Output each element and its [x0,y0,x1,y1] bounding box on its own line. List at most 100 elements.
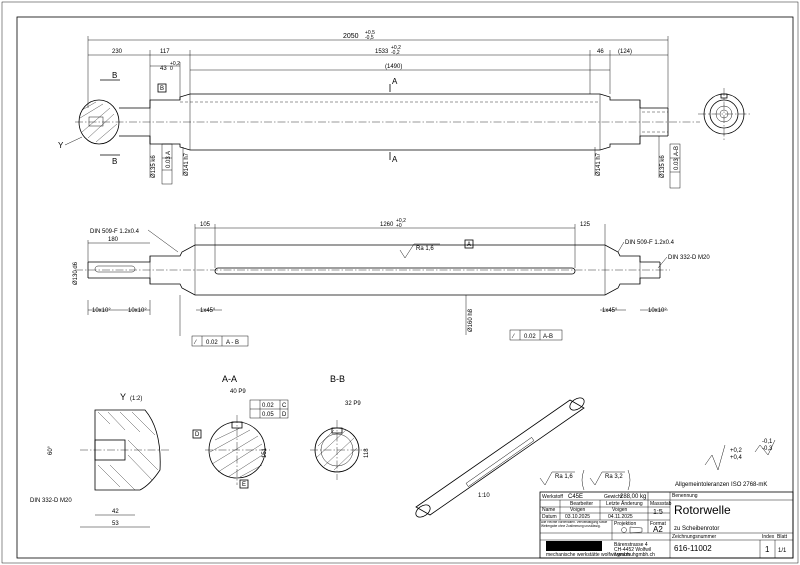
drawing-subtitle: zu Scheibenrotor [674,526,719,532]
dim-1260: 1260 [380,222,394,228]
drawing-number: 616-11002 [674,544,712,553]
view-y-label: Y [120,392,126,402]
svg-text:0.05: 0.05 [262,412,274,418]
svg-text:+0: +0 [396,223,402,229]
svg-text:+0,5: +0,5 [365,30,375,36]
svg-text:Letzte Änderung: Letzte Änderung [606,500,643,507]
svg-text:Benennung: Benennung [672,493,698,499]
keyway-slot [214,267,576,275]
datum-a: A [467,242,471,248]
svg-text:(1:2): (1:2) [130,396,142,402]
date-value: 03.10.2025 [565,514,590,520]
svg-text:+0,2: +0,2 [396,218,406,224]
dim-dia-160: Ø160 h8 [468,308,474,332]
copyright-note: Alle Rechte vorbehalten. Vervielfältigun… [541,521,608,528]
material-value: C45E [568,494,583,500]
chamfer-5: 10x10° [648,308,667,314]
svg-text:Bearbeiter: Bearbeiter [570,501,593,507]
dim-105: 105 [200,222,211,228]
format-value: A2 [653,525,663,534]
gdt-runout-mid: ⁄ 0.02 A - B [179,295,249,347]
svg-text:0.02: 0.02 [206,340,218,346]
svg-text:CH-4452 Wolfwil: CH-4452 Wolfwil [614,547,651,553]
svg-text:Gewicht: Gewicht [604,494,623,500]
svg-text:Voigen: Voigen [570,507,586,513]
svg-text:Ra 1,6: Ra 1,6 [555,474,573,480]
svg-text:Massstab: Massstab [650,501,672,507]
svg-text:0.03: 0.03 [674,158,680,170]
company-logo [546,541,602,551]
svg-text:-0,1: -0,1 [762,439,773,445]
svg-text:D: D [282,412,287,418]
datum-d: D [195,432,200,438]
svg-text:⁄: ⁄ [193,340,197,346]
svg-text:Werkstoff: Werkstoff [542,494,564,500]
svg-text:+0,2: +0,2 [170,61,180,67]
dim-117: 117 [160,49,170,55]
svg-text:0: 0 [170,66,173,72]
svg-text:+0,2: +0,2 [730,448,743,454]
svg-text:-0,2: -0,2 [391,50,400,56]
datum-e: E [242,482,246,488]
section-b-bottom: B [112,157,117,166]
svg-text:-0,3: -0,3 [762,446,773,452]
inner-frame [16,16,794,559]
dim-1490: (1490) [385,64,402,70]
svg-text:Blatt: Blatt [777,534,788,540]
gdt-runout-left: 0.03 A [161,143,173,185]
surface-finish-main: Ra 1,6 [399,243,440,259]
dim-124: (124) [618,49,632,55]
section-b-top: B [112,71,117,80]
svg-text:Name: Name [542,507,556,513]
din-509-right: DIN 509-F 1.2x0.4 [625,240,675,246]
sheet-value: 1/1 [778,548,787,554]
svg-text:0.02: 0.02 [262,403,274,409]
gdt-runout-r: ⁄ 0.02 A-B [509,329,563,341]
iso-scale: 1:10 [478,493,490,499]
svg-text:mechanische werkstätte wolfwil: mechanische werkstätte wolfwil gmbh [546,552,630,558]
chamfer-1: 10x10° [92,308,111,314]
left-end-section [78,99,120,145]
svg-text:0.03: 0.03 [166,156,172,168]
dim-53: 53 [112,521,119,527]
dim-125: 125 [580,222,591,228]
scale-value: 1:5 [653,509,663,516]
chamfer-3: 1x45° [200,308,216,314]
top-view: 2050 +0,5 -0,5 230 117 1533 +0,2 -0,2 46… [58,30,700,189]
svg-text:Voigen: Voigen [612,507,628,513]
svg-text:Projektion: Projektion [614,521,636,527]
dim-42: 42 [112,509,119,515]
chamfer-2: 10x10° [128,308,147,314]
dim-46: 46 [597,49,604,55]
general-tol-text: Allgemeintoleranzen ISO 2768-mK [675,482,767,488]
svg-text:C: C [282,403,287,409]
detail-y-marker: Y [58,141,64,150]
dim-dia-141-left: Ø141 h7 [184,152,190,176]
section-a-top: A [392,77,398,86]
chamfer-4: 1x45° [602,308,618,314]
dim-sect-bb-depth: 118 [364,448,370,458]
section-aa: A-A 40 P9 151 0.02 C 0.05 D D E [192,374,289,489]
datum-b: B [160,86,164,92]
view-bb-label: B-B [330,374,345,384]
surface-legend: Ra 1,6 Ra 3,2 [539,469,631,491]
svg-text:A-B: A-B [543,334,553,340]
title-block: Werkstoff C45E Gewicht 288,00 kg Benennu… [539,491,794,559]
dim-230: 230 [112,49,123,55]
svg-text:A-B: A-B [674,146,680,156]
svg-text:04.11.2025: 04.11.2025 [608,514,633,520]
isometric-view: 1:10 [415,397,585,518]
din-509-left: DIN 509-F 1.2x0.4 [90,229,140,235]
detail-y: Y (1:2) 60° DIN 332-D M20 42 53 [30,392,170,528]
svg-text:Bärenstrasse 4: Bärenstrasse 4 [614,542,648,548]
dim-dia-130: Ø130 d6 [73,261,79,285]
index-value: 1 [765,545,770,554]
dim-sect-aa-depth: 151 [262,447,268,458]
dim-angle-60: 60° [48,445,54,455]
section-bb: B-B 32 P9 118 [310,374,370,480]
svg-text:0.02: 0.02 [524,334,536,340]
svg-text:Ra 1,6: Ra 1,6 [416,246,434,252]
din-332-right: DIN 332-D M20 [668,255,710,261]
